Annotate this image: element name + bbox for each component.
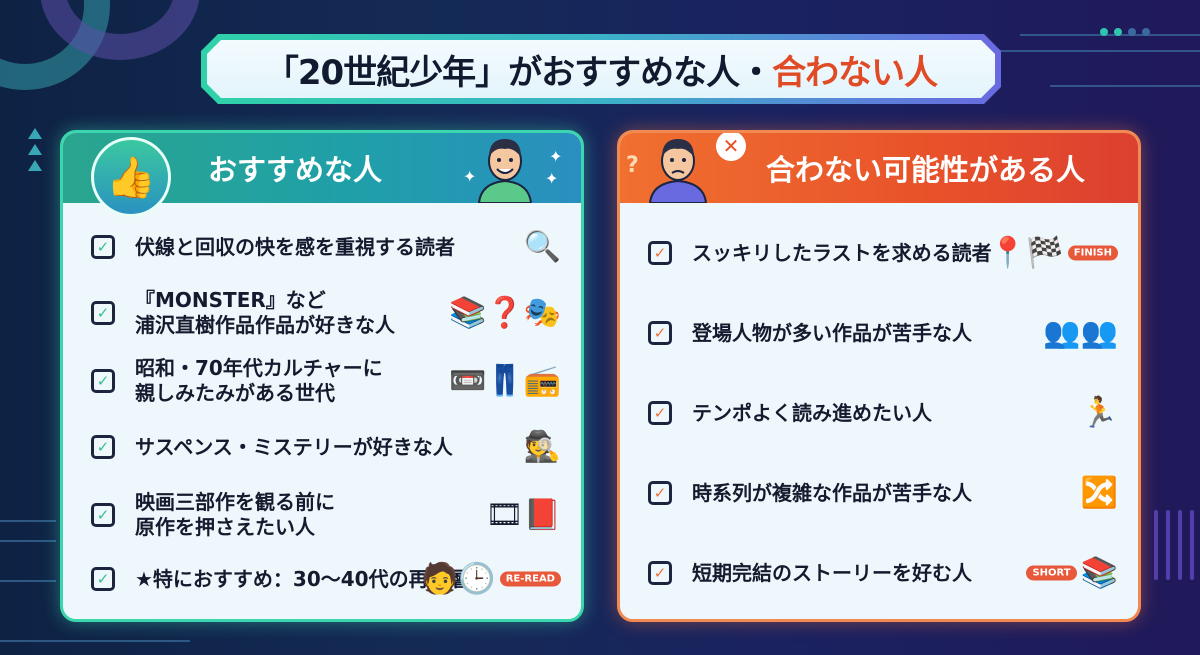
list-item: ✓ 昭和・70年代カルチャーに親しみたみがある世代 📼👖📻 [91,353,561,409]
item-text: 登場人物が多い作品が苦手な人 [692,320,972,345]
checkbox-checked[interactable]: ✓ [91,503,115,527]
short-badge: SHORT [1026,565,1077,581]
circuit-line [1000,50,1200,52]
magnifier-puzzle-icon: 🔍 [523,229,561,265]
circuit-line [1050,85,1200,87]
item-text: テンポよく読み進めたい人 [692,400,932,425]
dot-decoration [1142,28,1150,36]
list-item: ✓ サスペンス・ミステリーが好きな人 🕵 [91,421,561,473]
list-item: ✓ 伏線と回収の快を感を重視する読者 🔍 [91,221,561,273]
circuit-line [0,540,56,542]
item-text: 時系列が複雑な作品が苦手な人 [692,480,972,505]
cassette-jeans-radio-icon: 📼👖📻 [448,363,561,399]
checkbox-checked[interactable]: ✓ [91,567,115,591]
question-mark-icon: ? [626,153,639,178]
list-item: ✓ ★特におすすめ：30〜40代の再読層 🧑🕒RE-READ [91,553,561,605]
list-item: ✓ 時系列が複雑な作品が苦手な人 🔀 [648,463,1118,523]
dot-decoration [1128,28,1136,36]
detective-spotlight-icon: 🕵 [523,429,561,465]
bar-decoration [1154,510,1158,580]
list-item: ✓ スッキリしたラストを求める読者 📍🏁FINISH [648,223,1118,283]
list-item: ✓ 登場人物が多い作品が苦手な人 👥👥 [648,303,1118,363]
item-text: スッキリしたラストを求める読者 [692,240,992,265]
triangle-decoration [28,160,42,171]
bar-decoration [1166,510,1170,580]
finish-badge: FINISH [1067,245,1118,261]
recommended-panel: 👍 おすすめな人 ✦ ✦ ✦ ✓ 伏線と回収の快を感を重視する読者 🔍 ✓ 『M… [60,130,584,622]
triangle-decoration [28,128,42,139]
checkbox-checked[interactable]: ✓ [91,301,115,325]
list-item: ✓ 映画三部作を観る前に原作を押さえたい人 🎞📕 [91,487,561,543]
circuit-line [0,580,56,582]
checkbox-checked[interactable]: ✓ [648,401,672,425]
circuit-line [0,520,56,522]
dot-decoration [1100,28,1108,36]
checkbox-checked[interactable]: ✓ [648,561,672,585]
checkbox-checked[interactable]: ✓ [648,321,672,345]
smiling-person-icon [477,139,533,203]
checkbox-checked[interactable]: ✓ [91,369,115,393]
short-books-stack-icon: SHORT📚 [1026,556,1118,591]
not-recommended-panel: ? ✕ 合わない可能性がある人 ✓ スッキリしたラストを求める読者 📍🏁FINI… [617,130,1141,622]
recommended-header: 👍 おすすめな人 ✦ ✦ ✦ [63,133,581,217]
item-text: 『MONSTER』など浦沢直樹作品作品が好きな人 [135,288,395,337]
crowd-faces-icon: 👥👥 [1043,315,1118,351]
reread-badge: RE-READ [499,571,561,587]
running-person-icon: 🏃 [1080,395,1118,431]
title-main: 「20世紀少年」がおすすめな人・ [264,52,773,93]
title-accent: 合わない人 [772,52,938,93]
confused-person-icon [648,139,708,203]
list-item: ✓ 短期完結のストーリーを好む人 SHORT📚 [648,543,1118,603]
triangle-decoration [28,144,42,155]
item-text: サスペンス・ミステリーが好きな人 [135,434,453,459]
projector-screen-book-icon: 🎞📕 [485,497,561,533]
reader-clock-reread-icon: 🧑🕒RE-READ [421,562,561,597]
dot-decoration [1114,28,1122,36]
sparkle-icon: ✦ [545,169,559,188]
item-text: 映画三部作を観る前に原作を押さえたい人 [135,490,335,539]
list-item: ✓ 『MONSTER』など浦沢直樹作品作品が好きな人 📚❓🎭 [91,285,561,341]
item-text: 伏線と回収の快を感を重視する読者 [135,234,455,259]
page-title: 「20世紀少年」がおすすめな人・合わない人 [207,40,995,98]
item-text: ★特におすすめ：30〜40代の再読層 [135,566,469,591]
bar-decoration [1178,510,1182,580]
checkbox-checked[interactable]: ✓ [648,481,672,505]
bar-decoration [1190,510,1194,580]
circuit-line [1020,34,1200,36]
checkbox-checked[interactable]: ✓ [91,235,115,259]
recommended-header-label: おすすめな人 [208,153,383,187]
manga-books-mask-icon: 📚❓🎭 [448,295,561,331]
circuit-line [0,640,190,642]
not-recommended-header-label: 合わない可能性がある人 [766,153,1086,187]
x-bubble-icon: ✕ [716,133,746,161]
list-item: ✓ テンポよく読み進めたい人 🏃 [648,383,1118,443]
tangled-arrows-icon: 🔀 [1080,475,1118,511]
sparkle-icon: ✦ [463,167,477,186]
item-text: 昭和・70年代カルチャーに親しみたみがある世代 [135,356,383,405]
item-text: 短期完結のストーリーを好む人 [692,560,972,585]
finish-line-icon: 📍🏁FINISH [989,236,1118,271]
not-recommended-header: ? ✕ 合わない可能性がある人 [620,133,1138,203]
checkbox-checked[interactable]: ✓ [648,241,672,265]
sparkle-icon: ✦ [549,147,563,166]
checkbox-checked[interactable]: ✓ [91,435,115,459]
thumbs-up-icon: 👍 [91,137,171,217]
